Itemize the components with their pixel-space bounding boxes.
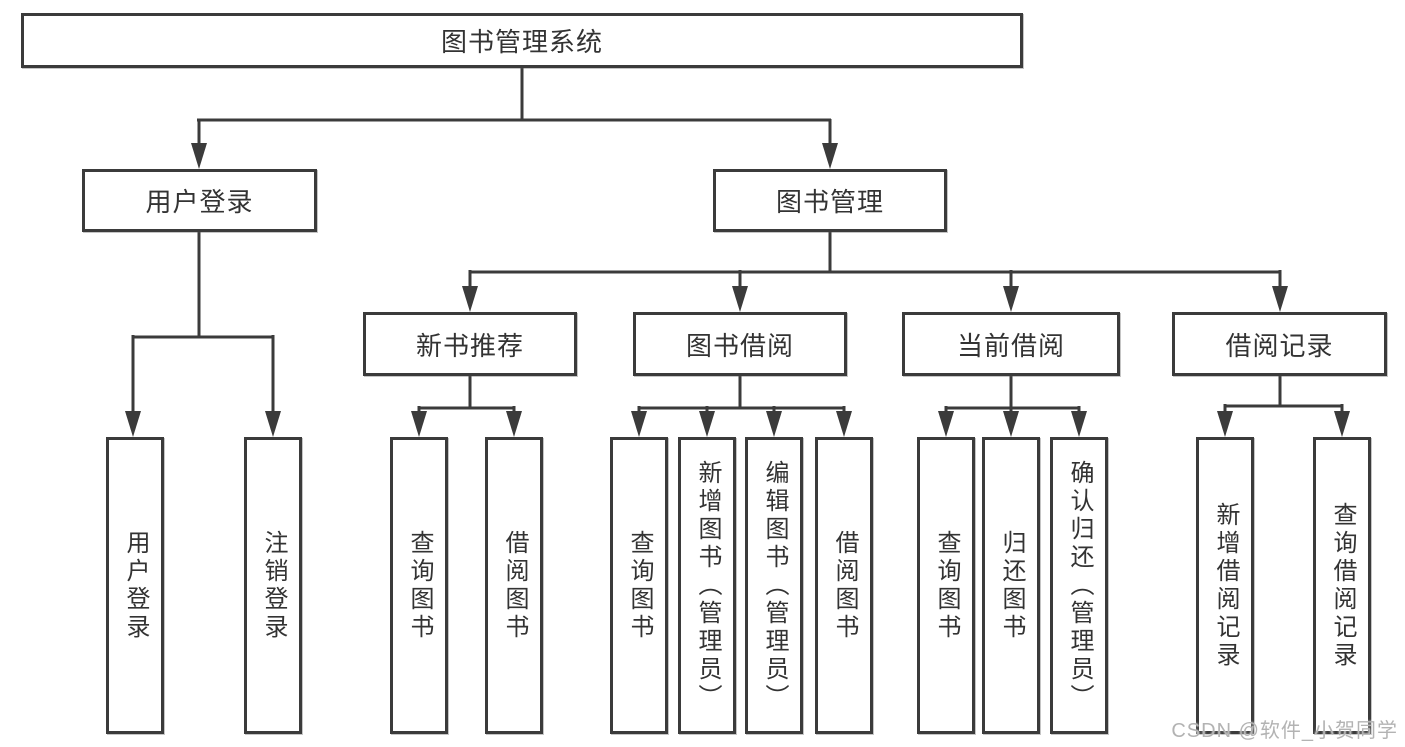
connector-borrow-records-to-leaves [1217, 376, 1350, 437]
leaf-borrow-book-1-label: 借阅图书 [501, 529, 528, 642]
connector-user-login-to-leaves [125, 232, 281, 437]
csdn-watermark: CSDN @软件_小贺同学 [1171, 720, 1398, 742]
leaf-query-book-2-label: 查询图书 [626, 529, 653, 642]
node-borrow-records-label: 借阅记录 [1225, 330, 1334, 361]
leaf-query-book-1: 查询图书 [390, 437, 448, 734]
node-book-borrow-label: 图书借阅 [685, 330, 794, 361]
leaf-add-book-admin-label: 新增图书（管理员） [694, 459, 721, 712]
leaf-borrow-book-2-label: 借阅图书 [831, 529, 858, 642]
node-new-book-recommend: 新书推荐 [363, 312, 577, 376]
leaf-query-book-2: 查询图书 [610, 437, 668, 734]
node-book-borrow: 图书借阅 [633, 312, 847, 376]
leaf-logout-label: 注销登录 [260, 529, 287, 642]
node-book-management-label: 图书管理 [775, 187, 884, 217]
leaf-logout: 注销登录 [244, 437, 302, 734]
node-book-management: 图书管理 [713, 169, 947, 232]
node-new-book-recommend-label: 新书推荐 [415, 330, 524, 361]
leaf-confirm-return-admin: 确认归还（管理员） [1050, 437, 1108, 734]
leaf-return-book: 归还图书 [982, 437, 1040, 734]
leaf-add-book-admin: 新增图书（管理员） [678, 437, 736, 734]
node-current-borrow: 当前借阅 [902, 312, 1120, 376]
connector-book-management-to-level2 [462, 232, 1288, 312]
leaf-return-book-label: 归还图书 [998, 529, 1025, 642]
leaf-confirm-return-admin-label: 确认归还（管理员） [1066, 459, 1093, 712]
leaf-query-book-3-label: 查询图书 [933, 529, 960, 642]
leaf-user-login-label: 用户登录 [122, 529, 149, 642]
leaf-edit-book-admin: 编辑图书（管理员） [745, 437, 803, 734]
leaf-edit-book-admin-label: 编辑图书（管理员） [761, 459, 788, 712]
leaf-query-borrow-record-label: 查询借阅记录 [1329, 501, 1356, 670]
connector-root-to-level1 [191, 68, 838, 169]
leaf-borrow-book-2: 借阅图书 [815, 437, 873, 734]
leaf-borrow-book-1: 借阅图书 [485, 437, 543, 734]
leaf-query-borrow-record: 查询借阅记录 [1313, 437, 1371, 734]
node-borrow-records: 借阅记录 [1172, 312, 1387, 376]
leaf-add-borrow-record-label: 新增借阅记录 [1212, 501, 1239, 670]
node-user-login-label: 用户登录 [145, 187, 254, 217]
leaf-query-book-1-label: 查询图书 [406, 529, 433, 642]
node-root-label: 图书管理系统 [440, 27, 603, 57]
leaf-add-borrow-record: 新增借阅记录 [1196, 437, 1254, 734]
node-root: 图书管理系统 [21, 13, 1023, 68]
leaf-user-login: 用户登录 [106, 437, 164, 734]
node-user-login: 用户登录 [82, 169, 317, 232]
node-current-borrow-label: 当前借阅 [956, 330, 1065, 361]
connector-new-book-to-leaves [411, 376, 522, 437]
connector-current-borrow-to-leaves [938, 376, 1087, 437]
connector-book-borrow-to-leaves [631, 376, 852, 437]
leaf-query-book-3: 查询图书 [917, 437, 975, 734]
